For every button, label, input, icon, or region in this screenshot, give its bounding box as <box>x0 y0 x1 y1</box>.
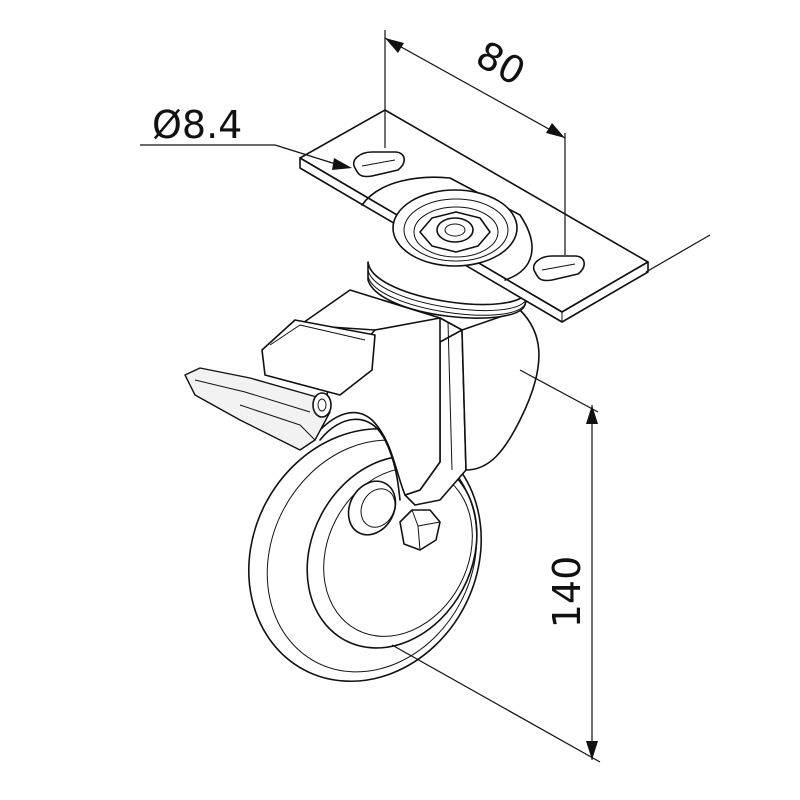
height-arrow-bottom <box>586 741 598 760</box>
wheel-hub-inner <box>360 488 396 528</box>
axle-nut-hex <box>399 509 441 551</box>
height-arrow-top <box>586 405 598 424</box>
brake-pivot-pin-inner <box>317 398 327 412</box>
hole-spacing-label: 80 <box>469 32 533 94</box>
axle-nut-edge-3 <box>417 525 421 551</box>
slot-left-outline <box>353 151 405 178</box>
kingpin-race-3 <box>413 206 499 258</box>
swivel-bearing <box>367 261 529 319</box>
swivel-ring-line-2 <box>367 275 527 316</box>
brake-pedal <box>184 367 331 451</box>
axle-nut <box>399 509 441 551</box>
hole-diameter-label: Ø8.4 <box>152 103 242 147</box>
brake-pivot-pin <box>312 392 332 418</box>
brake-assembly <box>184 319 376 451</box>
kingpin-race-2 <box>403 198 509 262</box>
slot-left-inner <box>361 159 396 167</box>
brake-housing-edge <box>269 324 366 346</box>
brake-housing <box>261 319 376 396</box>
top-plate <box>299 109 649 323</box>
brake-pedal-lower <box>239 404 316 441</box>
wheel-hub <box>347 480 397 536</box>
fork-arm-curve <box>319 418 401 501</box>
diameter-leader-slant <box>274 144 343 167</box>
overall-height-label: 140 <box>545 556 589 629</box>
slot-right-inner <box>541 263 576 271</box>
fork-edge <box>447 321 453 471</box>
diameter-leader-arrow <box>332 158 352 170</box>
brake-pedal-ridge <box>194 379 311 413</box>
slot-left <box>353 151 405 178</box>
slot-right-outline <box>533 255 585 282</box>
spacing-dimension-line <box>384 37 566 139</box>
height-extension-upper <box>519 369 599 413</box>
height-extension-bottom <box>391 644 601 763</box>
fork-leg-rear <box>461 309 540 471</box>
dimension-hole-diameter: Ø8.4 <box>140 103 352 170</box>
axle-nut-edge-1 <box>411 509 419 527</box>
slot-right <box>533 255 585 282</box>
kingpin-bolt-end <box>436 217 474 243</box>
dimension-overall-height: 140 <box>391 234 711 763</box>
axle-nut-edge-2 <box>417 521 441 527</box>
top-plate-boss-outline <box>361 176 533 281</box>
spacing-arrow-right <box>546 123 565 138</box>
height-extension-top <box>645 234 711 273</box>
kingpin-bolt-center <box>444 223 466 237</box>
swivel-ring-line <box>367 269 528 312</box>
spacing-arrow-left <box>385 38 404 53</box>
